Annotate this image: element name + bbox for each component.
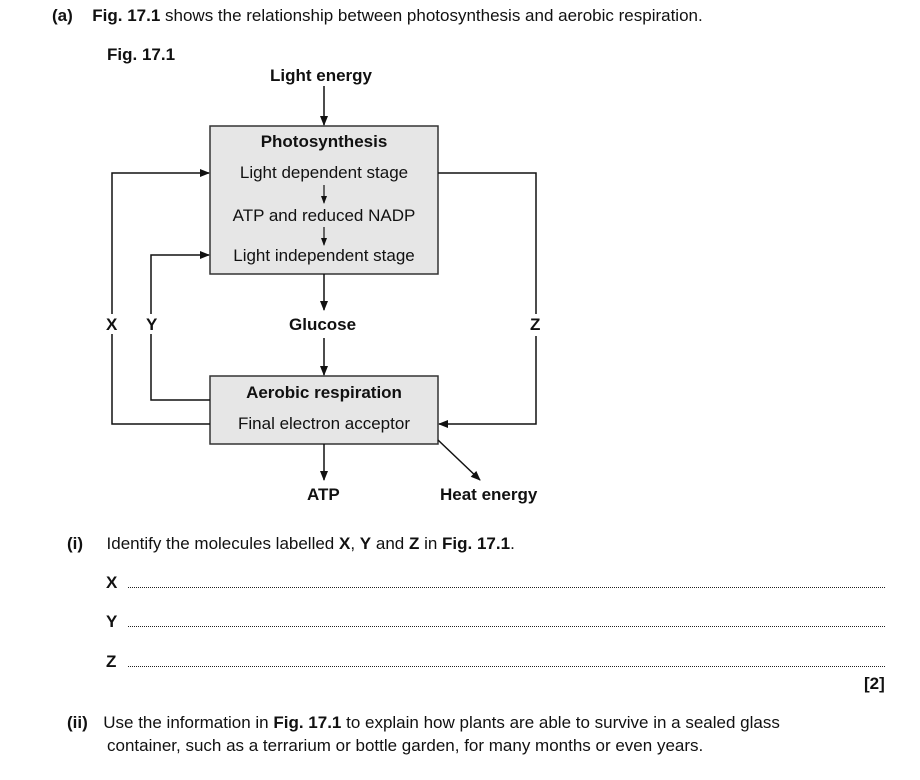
- answer-x-line[interactable]: [128, 587, 885, 588]
- question-part-a: (a) Fig. 17.1 shows the relationship bet…: [52, 6, 703, 26]
- answer-y-label: Y: [106, 612, 118, 631]
- light-energy-label: Light energy: [270, 66, 373, 85]
- part-i-text-5: .: [510, 534, 515, 553]
- aerobic-respiration-title: Aerobic respiration: [246, 383, 402, 402]
- part-ii-text-1: Use the information in: [103, 713, 274, 732]
- atp-label: ATP: [307, 485, 340, 504]
- answer-y-line[interactable]: [128, 626, 885, 627]
- part-i-marker: (i): [67, 534, 84, 553]
- z-loop-arrow: [438, 336, 537, 428]
- y-loop-arrow: [150, 251, 210, 314]
- part-a-fig-ref: Fig. 17.1: [92, 6, 161, 25]
- answer-z-line[interactable]: [128, 666, 885, 667]
- heat-energy-label: Heat energy: [440, 485, 538, 504]
- answer-z-label: Z: [106, 652, 117, 671]
- part-i-text-4: in: [419, 534, 443, 553]
- label-y: Y: [146, 315, 158, 334]
- final-electron-acceptor: Final electron acceptor: [238, 414, 410, 433]
- atp-nadp-label: ATP and reduced NADP: [232, 206, 416, 225]
- z-loop-line: [438, 172, 537, 314]
- answer-x-label: X: [106, 573, 118, 592]
- part-ii-marker: (ii): [67, 713, 88, 732]
- light-dependent-stage: Light dependent stage: [239, 163, 409, 182]
- part-i-fig-ref: Fig. 17.1: [442, 534, 511, 553]
- glucose-label: Glucose: [289, 315, 357, 334]
- marks-label: [2]: [864, 674, 885, 693]
- y-loop-line: [150, 334, 210, 401]
- x-loop-line: [111, 334, 210, 425]
- light-independent-stage: Light independent stage: [233, 246, 415, 265]
- x-loop-arrow: [111, 169, 210, 314]
- question-part-ii: (ii) Use the information in Fig. 17.1 to…: [67, 713, 780, 733]
- part-ii-line-2: container, such as a terrarium or bottle…: [107, 736, 704, 755]
- part-a-text: shows the relationship between photosynt…: [160, 6, 703, 25]
- part-ii-text-2: to explain how plants are able to surviv…: [341, 713, 780, 732]
- part-i-text-1: Identify the molecules labelled: [106, 534, 339, 553]
- part-ii-fig-ref: Fig. 17.1: [273, 713, 342, 732]
- part-i-y: Y: [359, 534, 372, 553]
- label-z: Z: [530, 315, 541, 334]
- question-part-i: (i) Identify the molecules labelled X, Y…: [67, 534, 515, 554]
- photosynthesis-title: Photosynthesis: [260, 132, 388, 151]
- part-i-text-3: and: [371, 534, 409, 553]
- part-i-text-2: ,: [350, 534, 360, 553]
- heat-energy-arrow: [437, 439, 481, 481]
- part-a-marker: (a): [52, 6, 73, 25]
- part-i-x: X: [339, 534, 351, 553]
- aerobic-respiration-box: [209, 375, 439, 445]
- figure-caption: Fig. 17.1: [107, 45, 176, 64]
- label-x: X: [106, 315, 118, 334]
- part-i-z: Z: [408, 534, 420, 553]
